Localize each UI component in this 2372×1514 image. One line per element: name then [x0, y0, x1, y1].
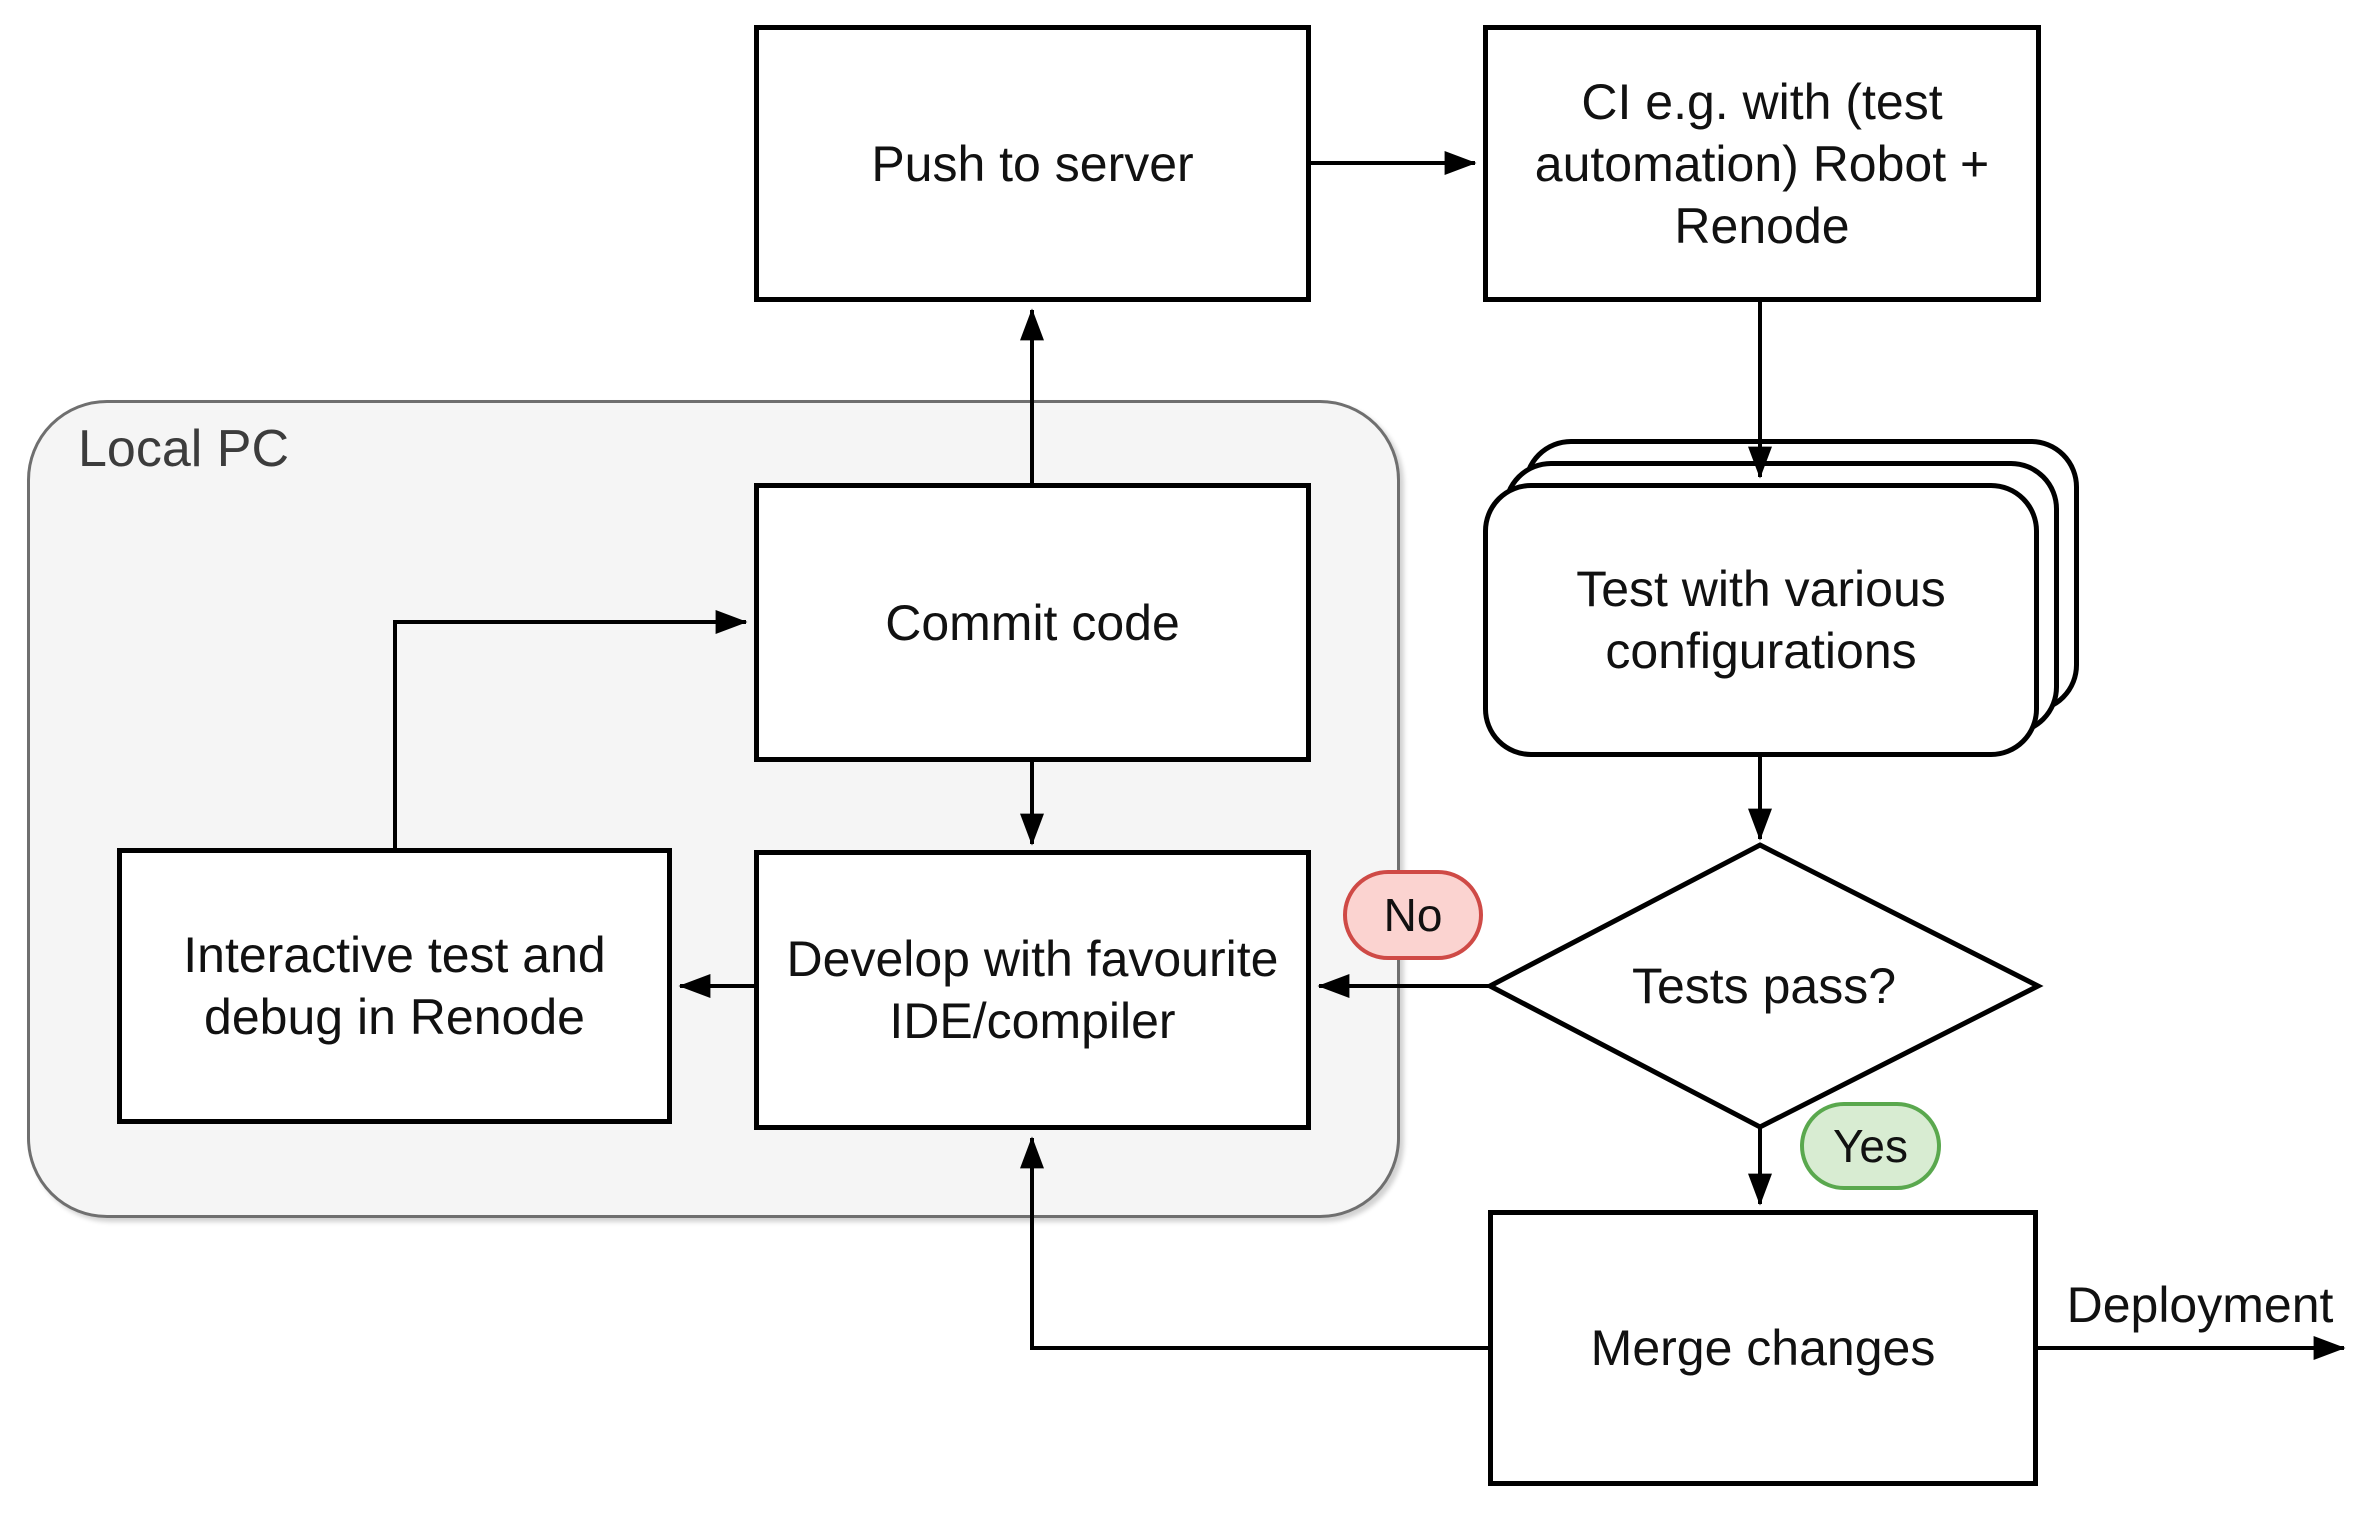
node-tests-pass-label: Tests pass? [1490, 845, 2038, 1127]
node-test-with-various-configurations: Test with various configurations [1483, 483, 2039, 757]
node-label: Merge changes [1590, 1320, 1936, 1376]
node-label: CI e.g. with (test automation) Robot + R… [1534, 73, 1990, 254]
local-pc-group-label: Local PC [78, 420, 289, 478]
node-label: Tests pass? [1631, 958, 1896, 1014]
node-interactive-test-debug: Interactive test and debug in Renode [117, 848, 672, 1124]
node-label: Develop with favourite IDE/compiler [786, 931, 1279, 1049]
node-label: Commit code [885, 594, 1180, 651]
node-label: Push to server [871, 135, 1194, 192]
node-merge-changes: Merge changes [1488, 1210, 2038, 1486]
node-tests-pass-diamond [1484, 842, 2044, 1130]
badge-yes: Yes [1800, 1102, 1941, 1190]
node-develop-ide-compiler: Develop with favourite IDE/compiler [754, 850, 1311, 1130]
deployment-edge-label: Deployment [2066, 1277, 2334, 1333]
node-ci-robot-renode: CI e.g. with (test automation) Robot + R… [1483, 25, 2041, 302]
node-commit-code: Commit code [754, 483, 1311, 762]
badge-no: No [1343, 870, 1483, 960]
node-push-to-server: Push to server [754, 25, 1311, 302]
node-label: Interactive test and debug in Renode [183, 927, 606, 1045]
badge-label: No [1383, 889, 1443, 941]
node-label: Test with various configurations [1576, 561, 1946, 679]
badge-label: Yes [1832, 1120, 1909, 1172]
